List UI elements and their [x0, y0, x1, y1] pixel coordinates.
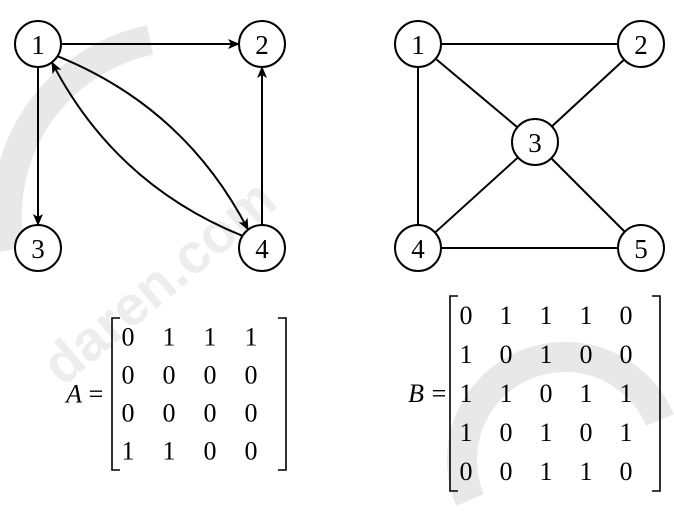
matrix-cell: 1	[620, 418, 633, 447]
graphs-layer: 1 2 3 4 1 2 3 4 5	[14, 20, 665, 272]
matrix-cell: 0	[163, 399, 176, 428]
node-5: 5	[617, 224, 665, 272]
matrix-cell: 0	[245, 437, 258, 466]
matrix-cell: 0	[245, 361, 258, 390]
node-circle	[617, 224, 665, 272]
matrix-cell: 0	[620, 457, 633, 486]
matrix-cell: 0	[163, 361, 176, 390]
nodes: 1 2 3 4	[14, 20, 286, 272]
edge-3-5	[550, 157, 626, 233]
edge-2-3	[551, 58, 625, 128]
graph-directed: 1 2 3 4	[14, 20, 286, 272]
matrix-cell: 0	[540, 379, 553, 408]
node-label: 2	[255, 30, 269, 60]
matrix-cell: 0	[122, 361, 135, 390]
matrix-cell: 0	[500, 340, 513, 369]
node-circle	[617, 20, 665, 68]
node-3: 3	[511, 118, 559, 166]
matrix-cell: 0	[500, 418, 513, 447]
matrix-cell: 0	[204, 437, 217, 466]
watermark-arc	[0, 25, 154, 252]
node-label: 5	[634, 234, 648, 264]
matrix-cell: 1	[540, 457, 553, 486]
matrix-cell: 1	[204, 323, 217, 352]
right-bracket	[278, 317, 287, 471]
edge-3-4	[434, 156, 519, 234]
matrix-cell: 1	[580, 457, 593, 486]
matrix-cell: 1	[500, 301, 513, 330]
node-circle	[14, 224, 62, 272]
left-bracket	[111, 317, 120, 471]
edge-1-3	[434, 58, 519, 128]
matrix-cell: 0	[580, 418, 593, 447]
equals-sign: =	[432, 379, 447, 408]
node-3: 3	[14, 224, 62, 272]
matrix-cell: 0	[122, 323, 135, 352]
node-1: 1	[394, 20, 442, 68]
equals-sign: =	[89, 380, 104, 409]
node-label: 1	[411, 30, 425, 60]
watermark-arc	[446, 341, 674, 506]
matrix-cell: 1	[163, 437, 176, 466]
right-bracket	[652, 295, 661, 492]
matrix-cell: 0	[580, 340, 593, 369]
matrix-name: A	[64, 380, 82, 409]
matrix-cell: 1	[540, 301, 553, 330]
matrix-cell: 0	[204, 399, 217, 428]
node-label: 4	[411, 234, 425, 264]
node-circle	[394, 224, 442, 272]
matrix-cell: 1	[580, 301, 593, 330]
matrix-cell: 1	[163, 323, 176, 352]
matrix-cell: 0	[500, 457, 513, 486]
watermark: daren.com	[0, 25, 674, 506]
nodes: 1 2 3 4 5	[394, 20, 665, 272]
matrix-cell: 0	[620, 340, 633, 369]
graph-undirected: 1 2 3 4 5	[394, 20, 665, 272]
edge-1-4	[57, 55, 249, 231]
node-label: 2	[634, 30, 648, 60]
node-circle	[238, 20, 286, 68]
node-4: 4	[238, 224, 286, 272]
matrix-cell: 0	[620, 301, 633, 330]
matrix-cell: 1	[122, 437, 135, 466]
matrix-cell: 0	[460, 301, 473, 330]
node-label: 1	[31, 30, 45, 60]
node-label: 4	[255, 234, 269, 264]
matrix-cell: 1	[540, 418, 553, 447]
matrix-name: B	[408, 379, 424, 408]
node-circle	[238, 224, 286, 272]
matrix-cell: 0	[245, 399, 258, 428]
edges	[417, 43, 626, 249]
matrix-cell: 1	[460, 379, 473, 408]
matrix-cell: 1	[460, 418, 473, 447]
matrix-cell: 1	[500, 379, 513, 408]
node-label: 3	[31, 234, 45, 264]
matrix-cell: 1	[245, 323, 258, 352]
node-1: 1	[14, 20, 62, 68]
node-circle	[394, 20, 442, 68]
node-circle	[14, 20, 62, 68]
left-bracket	[449, 295, 458, 492]
node-label: 3	[528, 128, 542, 158]
node-2: 2	[238, 20, 286, 68]
matrix-cell: 0	[122, 399, 135, 428]
matrix-cell: 1	[580, 379, 593, 408]
node-circle	[511, 118, 559, 166]
matrix-cell: 1	[620, 379, 633, 408]
node-4: 4	[394, 224, 442, 272]
edge-4-1	[51, 61, 243, 237]
edges	[33, 39, 267, 237]
matrix-cell: 1	[540, 340, 553, 369]
matrix-cell: 1	[460, 340, 473, 369]
matrix-cell: 0	[460, 457, 473, 486]
matrix-cell: 0	[204, 361, 217, 390]
node-2: 2	[617, 20, 665, 68]
